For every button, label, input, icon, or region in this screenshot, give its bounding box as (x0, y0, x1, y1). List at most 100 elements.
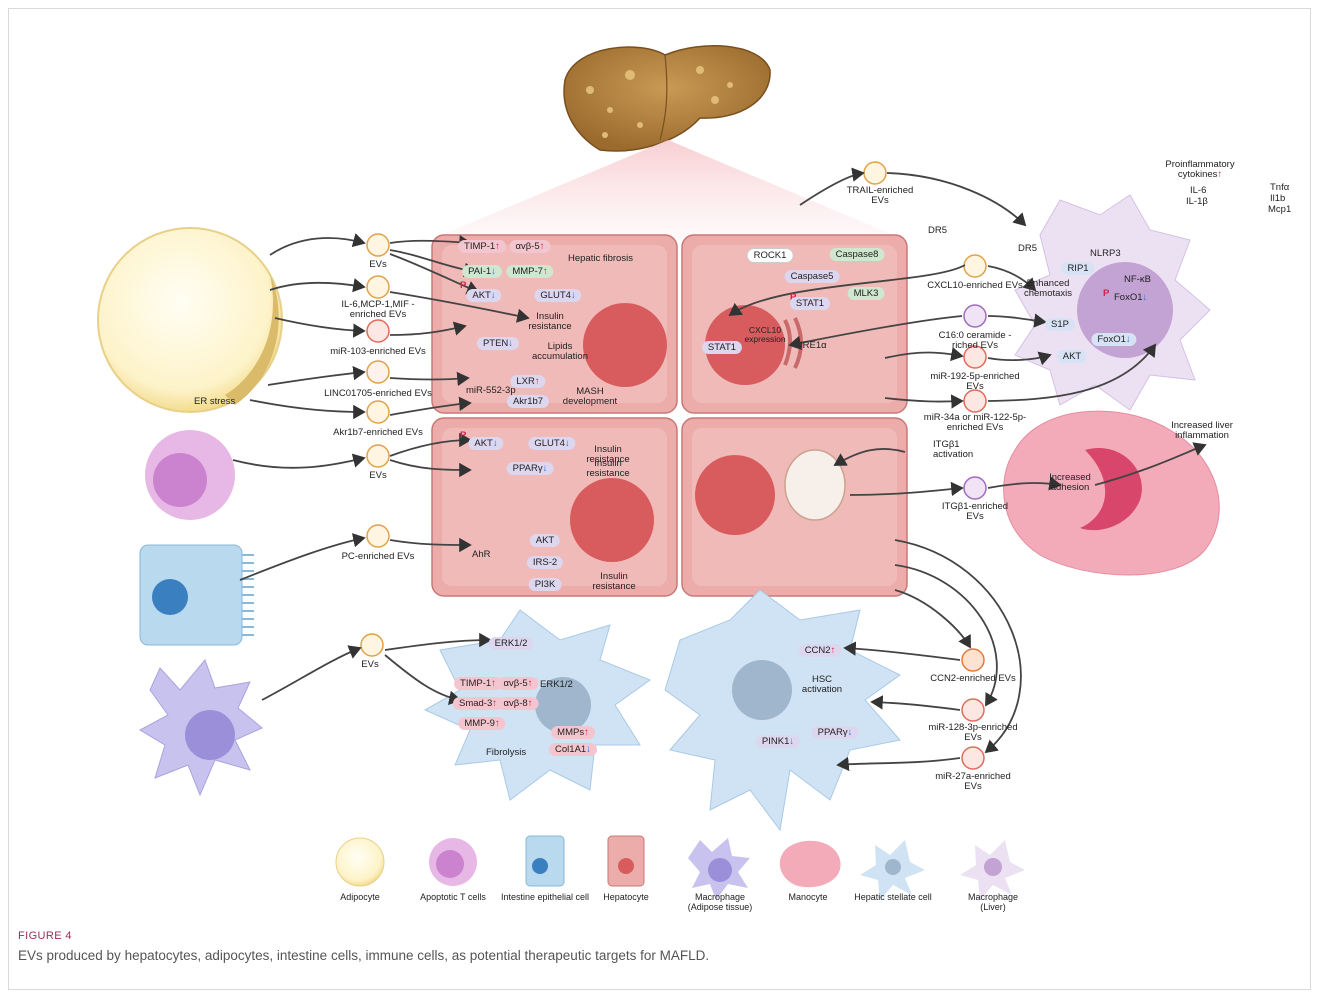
akt-phospho-bl: P (460, 430, 467, 441)
proinflammatory-label: Proinflammatory cytokines↑ (1165, 159, 1235, 181)
mcp1-label: Mcp1 (1268, 204, 1292, 215)
pill-stat1-a: STAT1 (789, 297, 831, 310)
pill-pai1: PAI-1↓ (462, 265, 502, 278)
insulin-res-bl2-label: Insulin resistance (586, 458, 630, 480)
pill-akt-tl: AKT↓ (466, 289, 502, 302)
increased-liver-inflammation-label: Increased liver inflammation (1171, 420, 1233, 442)
ire1a-label: IRE1α (800, 340, 827, 351)
pill-rock1: ROCK1 (746, 248, 794, 263)
pill-smad3: Smad-3↑ (452, 697, 504, 710)
adipo-mir103-evs-label: miR-103-enriched EVs (330, 346, 426, 357)
ev-bubbles (360, 161, 987, 770)
foxo1-phospho: P (1103, 288, 1110, 299)
pill-mmp7: MMP-7↑ (506, 265, 554, 278)
macro-adipose-evs-label: EVs (361, 659, 379, 670)
itgb1-activation-label: ITGβ1 activation (933, 439, 974, 461)
pill-glut4-tl: GLUT4↓ (534, 289, 582, 302)
figure-caption: EVs produced by hepatocytes, adipocytes,… (18, 948, 710, 963)
insulin-res-tl-label: Insulin resistance (528, 311, 572, 333)
pill-stat1-b: STAT1 (701, 341, 743, 354)
adipo-il6-evs-label: IL-6,MCP-1,MIF -enriched EVs (341, 299, 415, 321)
hepatic-fibrosis-label: Hepatic fibrosis (568, 253, 633, 264)
pill-akt2: AKT (529, 534, 561, 547)
pill-pten: PTEN↓ (476, 337, 520, 350)
fibrolysis-label: Fibrolysis (486, 747, 527, 758)
legend-macro-liver: Macrophage (Liver) (967, 892, 1019, 913)
adipo-linc-evs-label: LINC01705-enriched EVs (324, 388, 432, 399)
pill-ppar-bl: PPARγ↓ (506, 462, 554, 475)
adipo-akr-evs-label: Akr1b7-enriched EVs (333, 427, 423, 438)
pill-glut4-bl: GLUT4↓ (528, 437, 576, 450)
adipocyte-cell (97, 227, 283, 413)
pill-s1p: S1P (1045, 318, 1075, 331)
pill-avb5-s: αvβ-5↑ (497, 677, 539, 690)
pill-mmp9: MMP-9↑ (458, 717, 506, 730)
il1b-m-label: Il1b (1270, 193, 1286, 204)
legend-tcell: Apoptotic T cells (420, 892, 486, 902)
pill-caspase8: Caspase8 (829, 248, 885, 261)
legend-icons (335, 835, 1025, 900)
pill-irs2: IRS-2 (526, 556, 564, 569)
pill-avb8: αvβ-8↑ (497, 697, 539, 710)
mir27-evs-label: miR-27a-enriched EVs (935, 771, 1011, 793)
pill-timp1: TIMP-1↑ (458, 240, 506, 253)
ahr-label: AhR (472, 549, 491, 560)
nfkb-label: NF-κB (1124, 274, 1151, 285)
dr5-macro-label: DR5 (1018, 243, 1038, 254)
pill-akt-macro: AKT (1056, 350, 1088, 363)
legend-monocyte: Manocyte (788, 892, 828, 902)
mir128-evs-label: miR-128-3p-enriched EVs (928, 722, 1018, 744)
itgb1-evs-label: ITGβ1-enriched EVs (941, 501, 1009, 523)
insulin-res-bl1-label: Insulin resistance (586, 444, 630, 466)
legend-stellate: Hepatic stellate cell (854, 892, 932, 902)
nlrp3-label: NLRP3 (1090, 248, 1121, 259)
intestine-pc-evs-label: PC-enriched EVs (341, 551, 415, 562)
macrophage-liver-cell (1014, 194, 1211, 411)
pill-mmps: MMPs↑ (551, 726, 595, 739)
stellate-right-cell (664, 589, 901, 832)
hepatocyte-block (431, 234, 908, 597)
pill-lxr: LXR↑ (510, 375, 546, 388)
macrophage-adipose-cell (138, 659, 263, 797)
zoom-beam (430, 140, 905, 240)
pill-foxo1-b: FoxO1↓ (1091, 333, 1137, 346)
ccn2-evs-label: CCN2-enriched EVs (930, 673, 1016, 684)
enhanced-chemotaxis-label: Enhanced chemotaxis (1023, 278, 1073, 300)
lipids-label: Lipids accumulation (532, 341, 588, 363)
adipo-evs-label: EVs (369, 259, 387, 270)
insulin-res-bl3-label: Insulin resistance (592, 571, 636, 593)
il6-label: IL-6 (1190, 185, 1207, 196)
legend-hepatocyte: Hepatocyte (603, 892, 649, 902)
pill-pink1: PINK1↓ (755, 735, 801, 748)
pill-timp1-s: TIMP-1↑ (454, 677, 502, 690)
pill-akr1b7: Akr1b7 (506, 395, 550, 408)
hsc-activation-label: HSC activation (801, 674, 843, 696)
c16-evs-label: C16:0 ceramide -riched EVs (938, 330, 1012, 352)
il1b-label: IL-1β (1186, 196, 1208, 207)
pill-rip1: RIP1 (1061, 262, 1095, 275)
pill-ppar-s: PPARγ↓ (811, 726, 859, 739)
mash-label: MASH development (562, 386, 618, 408)
pill-avb5: αvβ-5↑ (509, 240, 551, 253)
pill-caspase5: Caspase5 (784, 270, 840, 283)
trail-evs-label: TRAIL-enriched EVs (846, 185, 914, 207)
cxcl10-evs-label: CXCL10-enriched EVs (927, 280, 1023, 291)
pill-erk12-a: ERK1/2 (488, 637, 534, 650)
mir192-evs-label: miR-192-5p-enriched EVs (930, 371, 1020, 393)
erk12-b-label: ERK1/2 (540, 679, 573, 690)
tcell-evs-label: EVs (369, 470, 387, 481)
monocyte-cell (1003, 410, 1220, 576)
pill-akt-bl: AKT↓ (468, 437, 504, 450)
tcell-cell (145, 430, 235, 520)
mir34-evs-label: miR-34a or miR-122-5p- enriched EVs (923, 412, 1027, 434)
intestine-cell (139, 544, 254, 646)
mir552-label: miR-552-3p (466, 385, 516, 396)
akt-phospho-marker: P (460, 280, 467, 291)
tnfa-label: Tnfα (1270, 182, 1290, 193)
cxcl10-expr-label: CXCL10 expression (744, 325, 786, 345)
pill-col1a1: Col1A1↓ (549, 743, 597, 756)
figure-label: FIGURE 4 (18, 930, 72, 942)
pill-pi3k: PI3K (528, 578, 562, 591)
foxo1-a-label: FoxO1↓ (1114, 292, 1148, 303)
